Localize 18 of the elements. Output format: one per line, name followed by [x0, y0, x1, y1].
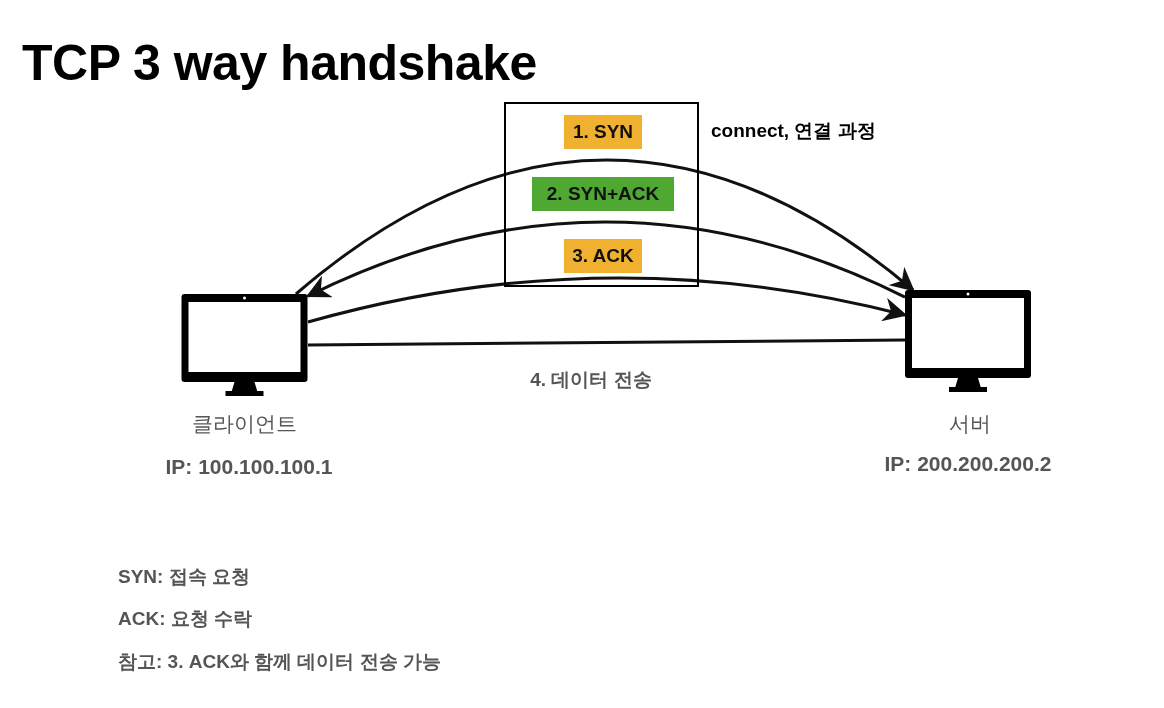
note: SYN: 접속 요청	[118, 565, 250, 589]
arrow	[295, 158, 915, 296]
note: ACK: 요청 수락	[118, 607, 253, 631]
arrow	[305, 220, 906, 299]
message-tag: 1. SYN	[564, 115, 642, 149]
node-label: IP: 200.200.200.2	[884, 452, 1052, 476]
monitor-icon	[181, 294, 308, 396]
note: 참고: 3. ACK와 함께 데이터 전송 가능	[118, 650, 441, 674]
group-box	[504, 102, 699, 287]
connector-line	[308, 338, 905, 347]
node-label: IP: 100.100.100.1	[165, 455, 333, 479]
message-tag: 2. SYN+ACK	[532, 177, 674, 211]
node-label: connect, 연결 과정	[711, 119, 876, 143]
node-label: 서버	[949, 411, 991, 437]
node-label: 클라이언트	[191, 411, 297, 437]
message-tag: 3. ACK	[564, 239, 642, 273]
monitor-icon	[905, 290, 1031, 392]
title: TCP 3 way handshake	[22, 34, 537, 92]
